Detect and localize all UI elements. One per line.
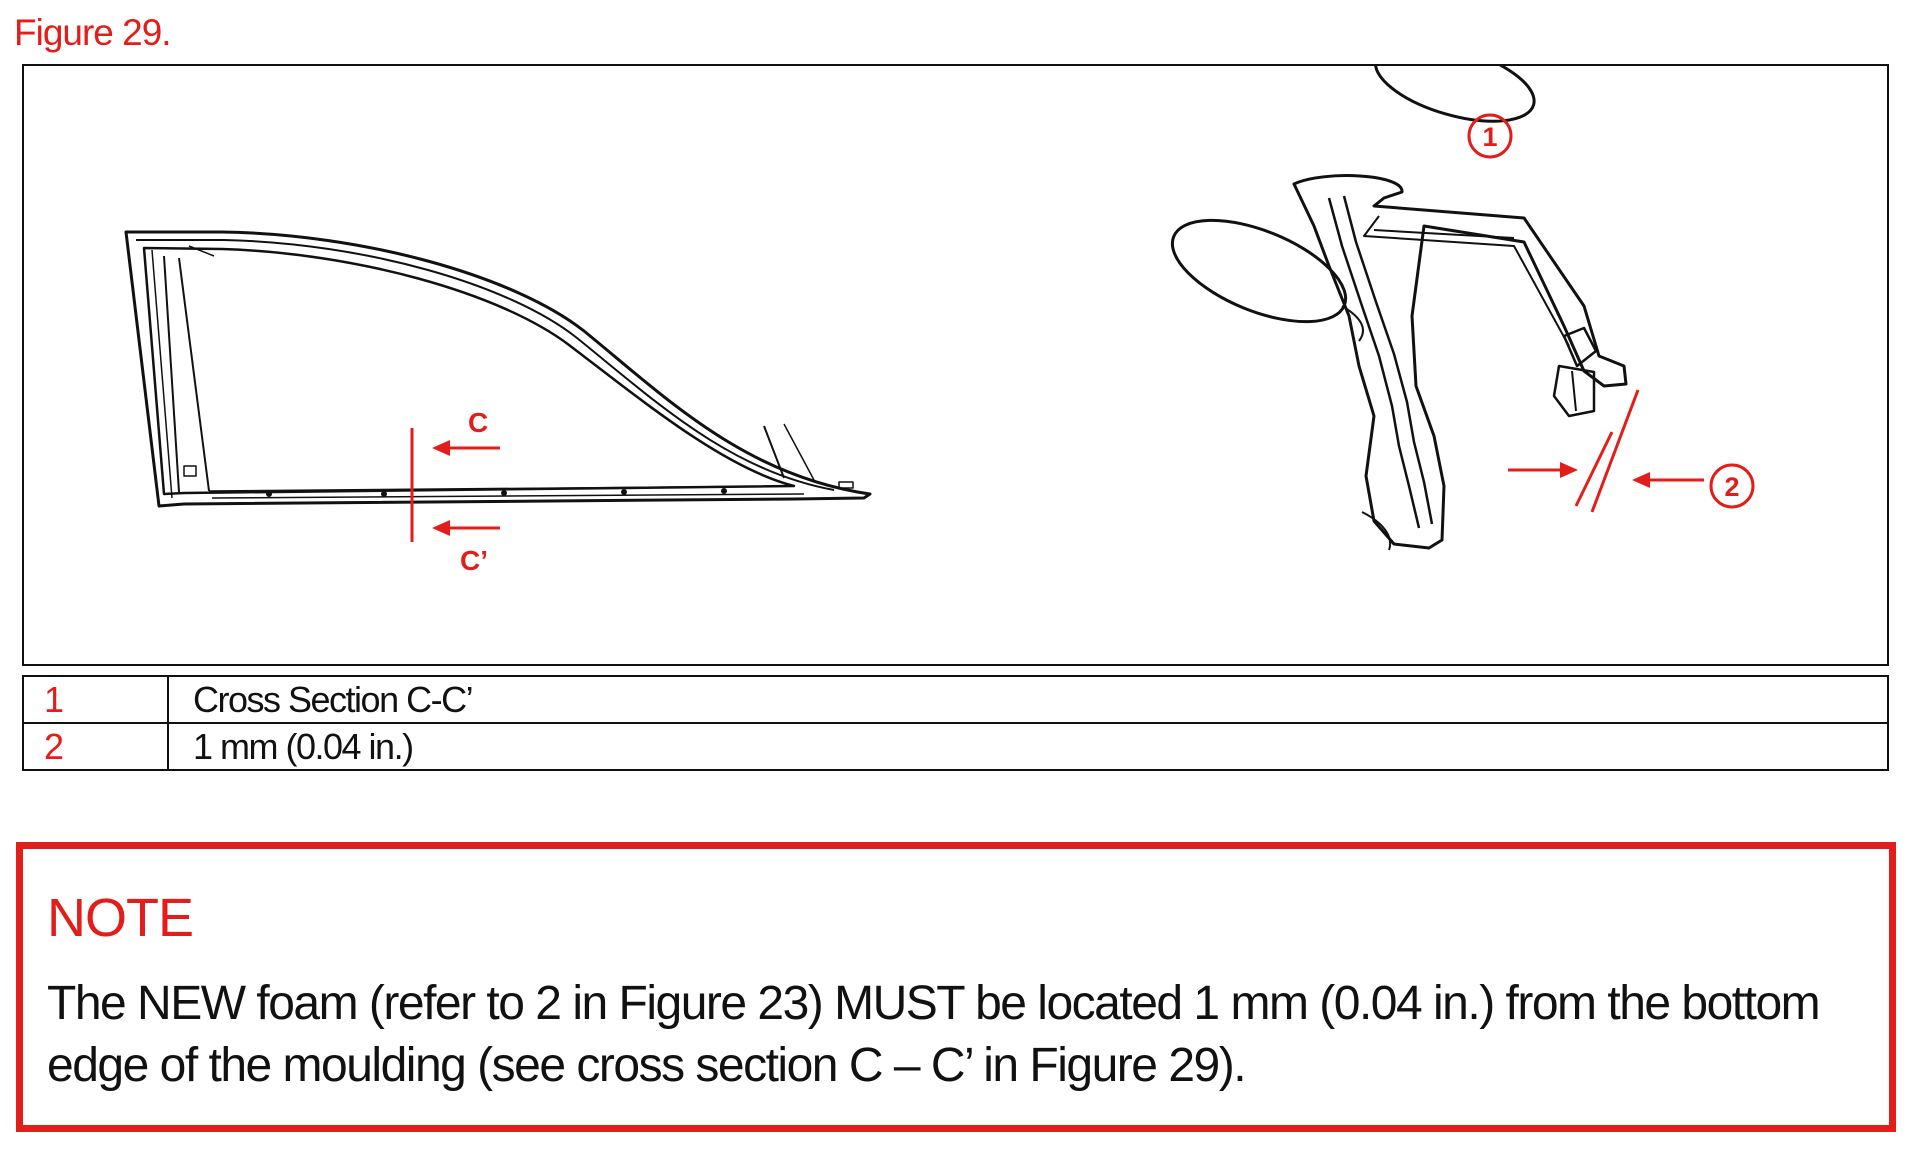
figure-frame: C C’ 1 [22,64,1889,666]
callout-1-marker: 1 [1467,113,1513,159]
table-row: 2 1 mm (0.04 in.) [22,722,1889,771]
legend-number: 1 [22,675,169,724]
figure-title: Figure 29. [14,12,172,53]
window-glass-diagram [124,230,872,508]
legend-description: Cross Section C-C’ [167,675,1889,724]
table-row: 1 Cross Section C-C’ [22,675,1889,724]
callout-1-label: 1 [1482,122,1497,152]
label-c: C [468,407,488,438]
figure-illustration: C C’ 1 [124,66,1755,576]
note-title: NOTE [47,888,194,948]
label-c-prime: C’ [460,545,488,576]
dimension-2-marker [1508,389,1755,513]
legend-table: 1 Cross Section C-C’ 2 1 mm (0.04 in.) [22,675,1889,771]
callout-2-label: 2 [1724,472,1739,502]
note-text: The NEW foam (refer to 2 in Figure 23) M… [47,977,1821,1092]
cross-section-diagram [1170,66,1628,551]
legend-number: 2 [22,722,169,771]
note-box: NOTE The NEW foam (refer to 2 in Figure … [16,842,1896,1132]
section-marker-c [410,428,500,542]
legend-description: 1 mm (0.04 in.) [167,722,1889,771]
